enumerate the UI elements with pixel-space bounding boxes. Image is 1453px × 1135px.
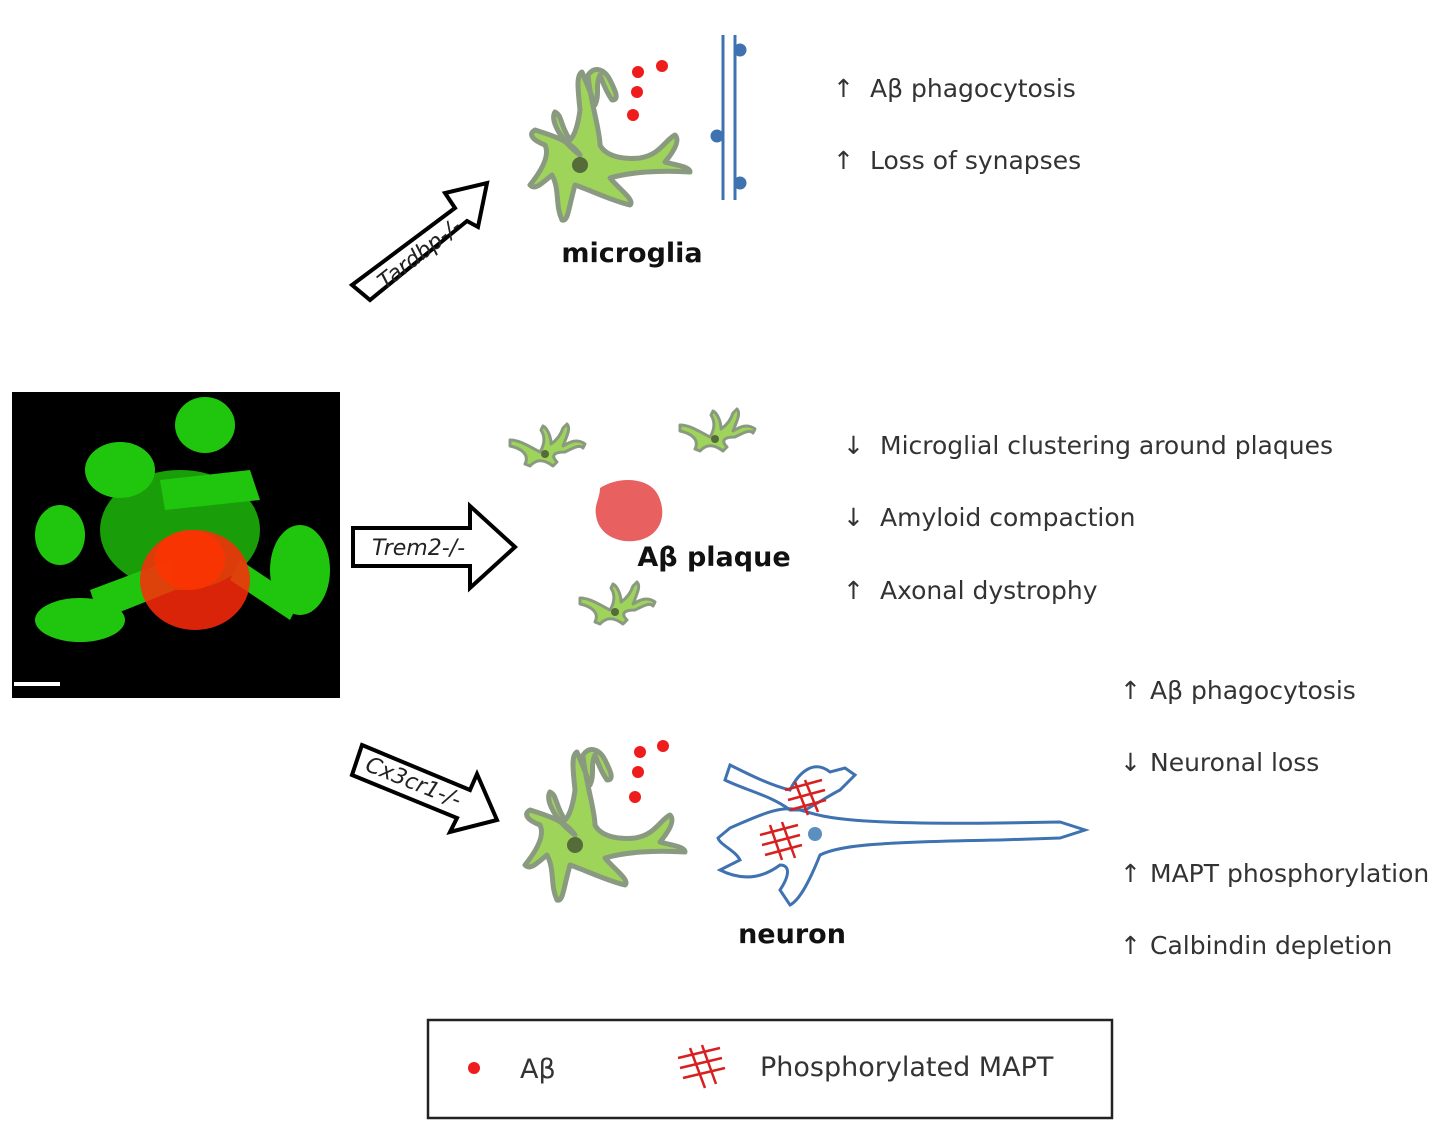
- microglia-label: microglia: [561, 238, 702, 269]
- legend-mapt: Phosphorylated MAPT: [760, 1052, 1054, 1083]
- down-arrow-icon: ↓: [843, 431, 864, 460]
- cx3cr1-arrow: Cx3cr1-/-: [349, 742, 500, 836]
- effect-text: Loss of synapses: [870, 146, 1081, 175]
- effect-text: Microglial clustering around plaques: [880, 431, 1333, 460]
- abeta-plaque: [595, 479, 663, 542]
- up-arrow-icon: ↑: [1120, 859, 1141, 888]
- up-arrow-icon: ↑: [833, 74, 854, 103]
- effect-text: Calbindin depletion: [1150, 931, 1392, 960]
- tardbp-arrow: Tardbp-/-: [348, 180, 490, 303]
- up-arrow-icon: ↑: [833, 146, 854, 175]
- effect-text: MAPT phosphorylation: [1150, 859, 1429, 888]
- up-arrow-icon: ↑: [1120, 931, 1141, 960]
- down-arrow-icon: ↓: [843, 503, 864, 532]
- effect-text: Axonal dystrophy: [880, 576, 1098, 605]
- down-arrow-icon: ↓: [1120, 748, 1141, 777]
- up-arrow-icon: ↑: [1120, 676, 1141, 705]
- neuron-illustration: neuron: [525, 740, 1090, 950]
- trem2-effects: ↓ Microglial clustering around plaques ↓…: [843, 431, 1333, 605]
- trem2-label: Trem2-/-: [372, 536, 465, 561]
- abeta-dots: [629, 740, 669, 803]
- microglia-cell: [530, 70, 690, 221]
- plaque-label: Aβ plaque: [637, 542, 790, 573]
- legend-abeta: Aβ: [520, 1054, 556, 1085]
- neuron-label: neuron: [738, 919, 846, 950]
- effect-text: Aβ phagocytosis: [1150, 676, 1356, 705]
- trem2-arrow: Trem2-/-: [351, 501, 518, 593]
- microglia-phagocytosis-illustration: microglia: [530, 35, 747, 269]
- microglia-small: [578, 580, 657, 626]
- plaque-illustration: Aβ plaque: [508, 407, 791, 626]
- cx3cr1-effects: ↑ Aβ phagocytosis ↓ Neuronal loss ↑ MAPT…: [1120, 676, 1429, 960]
- tardbp-effects: ↑ Aβ phagocytosis ↑ Loss of synapses: [833, 74, 1081, 175]
- legend: Aβ Phosphorylated MAPT: [426, 1018, 1114, 1120]
- abeta-dot-icon: [468, 1062, 480, 1074]
- microglia-small: [678, 407, 757, 453]
- microglia-small: [508, 422, 587, 468]
- effect-text: Neuronal loss: [1150, 748, 1319, 777]
- microscopy-image: [12, 392, 340, 698]
- effect-text: Aβ phagocytosis: [870, 74, 1076, 103]
- microglia-cell: [525, 750, 685, 901]
- mapt-tangles: [759, 778, 827, 861]
- up-arrow-icon: ↑: [843, 576, 864, 605]
- neuron-nucleus: [808, 827, 822, 841]
- scale-bar: [14, 682, 60, 686]
- synapse-membrane: [710, 35, 747, 200]
- effect-text: Amyloid compaction: [880, 503, 1135, 532]
- mapt-tangle-icon: [677, 1044, 726, 1089]
- tardbp-label: Tardbp-/-: [373, 214, 466, 295]
- neuron-cell: [716, 762, 1090, 907]
- abeta-dots: [627, 60, 668, 121]
